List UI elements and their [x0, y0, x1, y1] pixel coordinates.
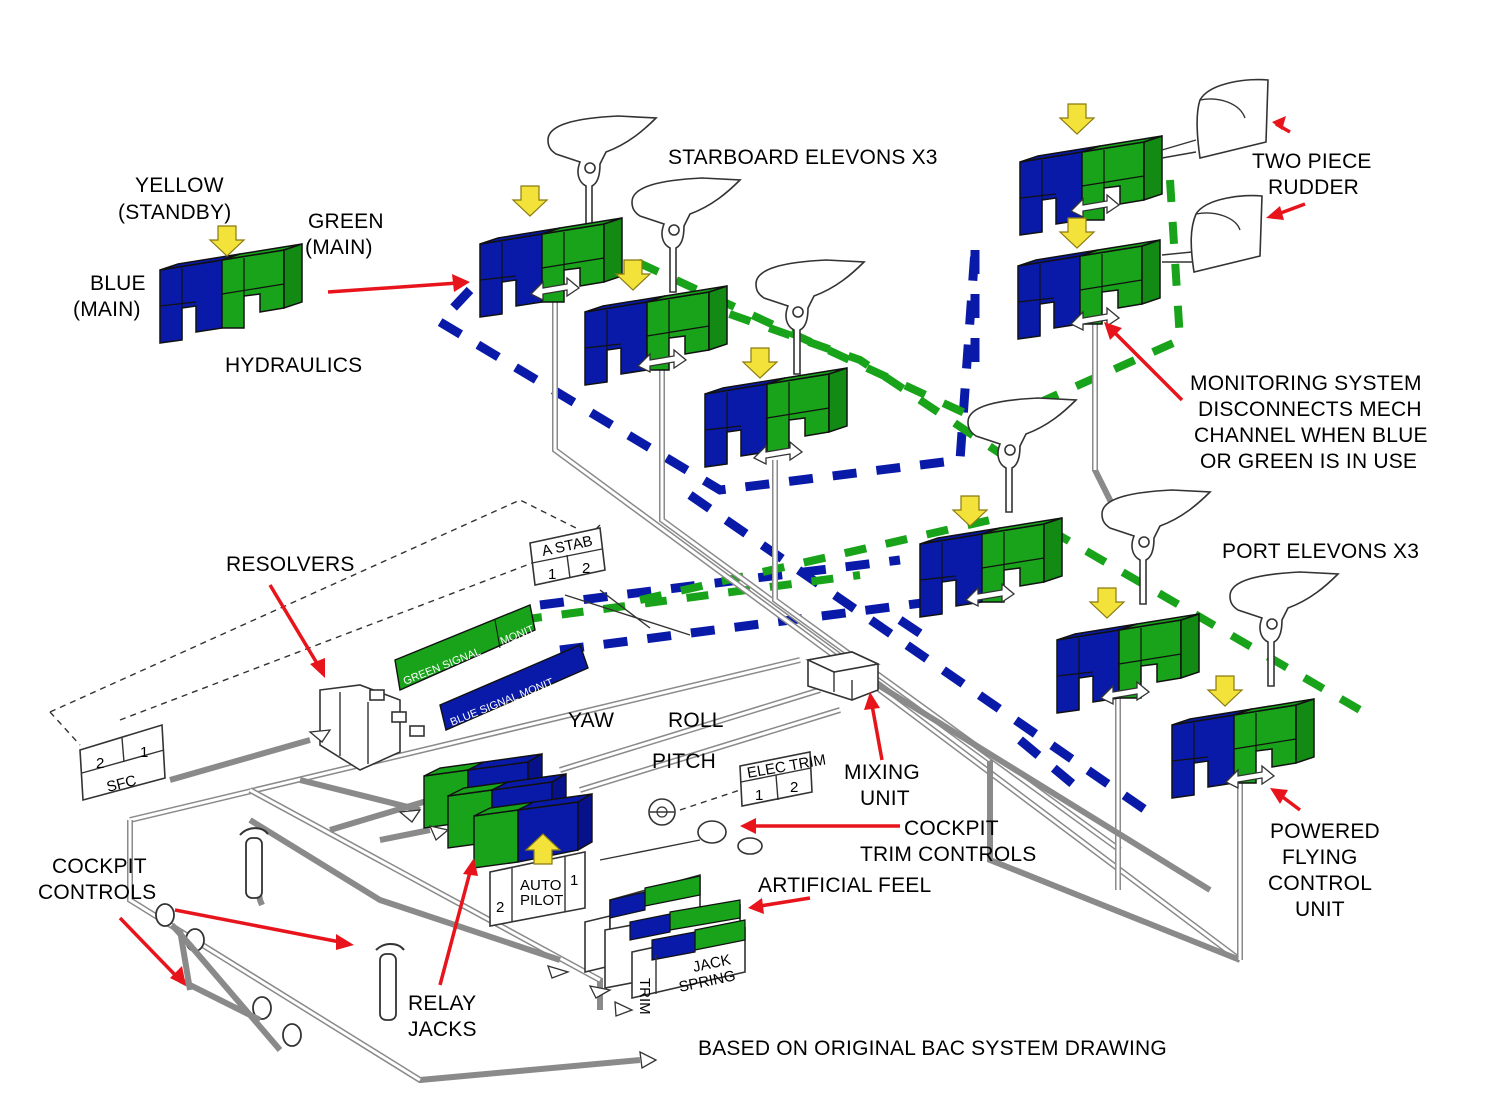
label-roll: ROLL: [668, 709, 724, 732]
svg-text:1: 1: [140, 744, 148, 761]
label-port-elevons: PORT ELEVONS X3: [1222, 540, 1419, 563]
label-unit: UNIT: [1295, 898, 1345, 921]
rudder-surface-upper: [1196, 78, 1269, 159]
yellow-standby-arrow: [209, 225, 245, 257]
label-cockpit-trim: COCKPIT: [904, 817, 999, 840]
pipe-arrow-heads: [308, 729, 658, 1070]
autopilot-box: 2 AUTO PILOT 1: [489, 851, 586, 927]
label-monitoring-4: OR GREEN IS IN USE: [1200, 450, 1417, 473]
yellow-arrow-icon: [512, 185, 548, 217]
resolvers-unit: [319, 684, 425, 771]
svg-text:PILOT: PILOT: [520, 892, 563, 909]
cockpit-control-column-1: [239, 827, 269, 907]
label-blue-main: (MAIN): [73, 298, 141, 321]
label-hydraulics: HYDRAULICS: [225, 354, 362, 377]
port-pfcu-3: [1171, 698, 1315, 799]
green-hydraulic-lines: [519, 179, 1363, 714]
yellow-arrow-icon: [1207, 675, 1243, 707]
label-jacks: JACKS: [408, 1018, 477, 1041]
svg-text:1: 1: [755, 787, 763, 804]
label-pitch: PITCH: [652, 750, 716, 773]
artificial-feel-units: JACK SPRING TRIM: [584, 873, 746, 1015]
rudder-pedals: [155, 903, 302, 1052]
yellow-arrow-icon: [1089, 587, 1125, 619]
label-relay: RELAY: [408, 992, 476, 1015]
label-cockpit: COCKPIT: [52, 855, 147, 878]
sfc-box: 2 1 SFC: [79, 723, 166, 802]
label-yellow: YELLOW: [135, 174, 224, 197]
svg-text:1: 1: [548, 566, 556, 583]
elec-trim-box: ELEC TRIM 1 2: [739, 751, 827, 807]
svg-text:AUTO: AUTO: [520, 877, 561, 894]
svg-text:2: 2: [496, 899, 504, 916]
label-monitoring-3: CHANNEL WHEN BLUE: [1194, 424, 1428, 447]
label-flying: FLYING: [1282, 846, 1358, 869]
svg-text:TRIM: TRIM: [636, 978, 653, 1015]
blue-hydraulic-lines: [432, 249, 1163, 824]
port-pfcu-2: [1056, 613, 1200, 714]
label-control: CONTROL: [1268, 872, 1372, 895]
yellow-arrow-icon: [742, 347, 778, 379]
starboard-pfcu-2: [584, 285, 728, 386]
trim-knob: [697, 820, 763, 855]
label-monitoring-2: DISCONNECTS MECH: [1198, 398, 1422, 421]
label-starboard-elevons: STARBOARD ELEVONS X3: [668, 146, 938, 169]
label-yaw: YAW: [568, 709, 614, 732]
label-mixing: MIXING: [844, 761, 920, 784]
label-green-main: (MAIN): [305, 236, 373, 259]
label-green: GREEN: [308, 210, 384, 233]
label-rudder: RUDDER: [1268, 176, 1359, 199]
a-stab-box: A STAB 1 2: [529, 527, 606, 586]
rudder-surface-lower: [1190, 194, 1263, 273]
port-elevon-surface-1: [1101, 489, 1211, 605]
label-resolvers: RESOLVERS: [226, 553, 355, 576]
label-mixing-unit: UNIT: [860, 787, 910, 810]
annotation-arrows: [118, 116, 1306, 986]
svg-text:SFC: SFC: [105, 772, 138, 796]
yellow-arrow-icon: [1059, 103, 1095, 135]
rudder-pfcu-upper: [1019, 135, 1163, 236]
svg-text:2: 2: [790, 779, 798, 796]
label-yellow-standby: (STANDBY): [118, 201, 231, 224]
label-trim-controls: TRIM CONTROLS: [860, 843, 1036, 866]
label-powered: POWERED: [1270, 820, 1380, 843]
diagram-labels: YELLOW (STANDBY) GREEN (MAIN) BLUE (MAIN…: [38, 146, 1428, 1060]
svg-text:2: 2: [582, 560, 590, 577]
label-controls: CONTROLS: [38, 881, 156, 904]
hydraulics-legend-block: [159, 243, 303, 344]
port-elevon-surface-center: [967, 397, 1077, 513]
signal-wiring: [49, 499, 741, 861]
mixing-unit: [805, 651, 881, 701]
label-two-piece: TWO PIECE: [1252, 150, 1372, 173]
rudder-pfcu-lower: [1017, 239, 1161, 340]
label-blue: BLUE: [90, 272, 146, 295]
trim-handwheel: [648, 798, 676, 826]
label-credit: BASED ON ORIGINAL BAC SYSTEM DRAWING: [698, 1037, 1167, 1060]
svg-text:1: 1: [570, 872, 578, 889]
cockpit-control-column-2: [375, 943, 405, 1021]
svg-text:2: 2: [96, 755, 104, 772]
label-artificial-feel: ARTIFICIAL FEEL: [758, 874, 931, 897]
label-monitoring-1: MONITORING SYSTEM: [1190, 372, 1422, 395]
starboard-pfcu-1: [479, 217, 623, 318]
mechanical-linkage-pipes: [127, 290, 1243, 1084]
